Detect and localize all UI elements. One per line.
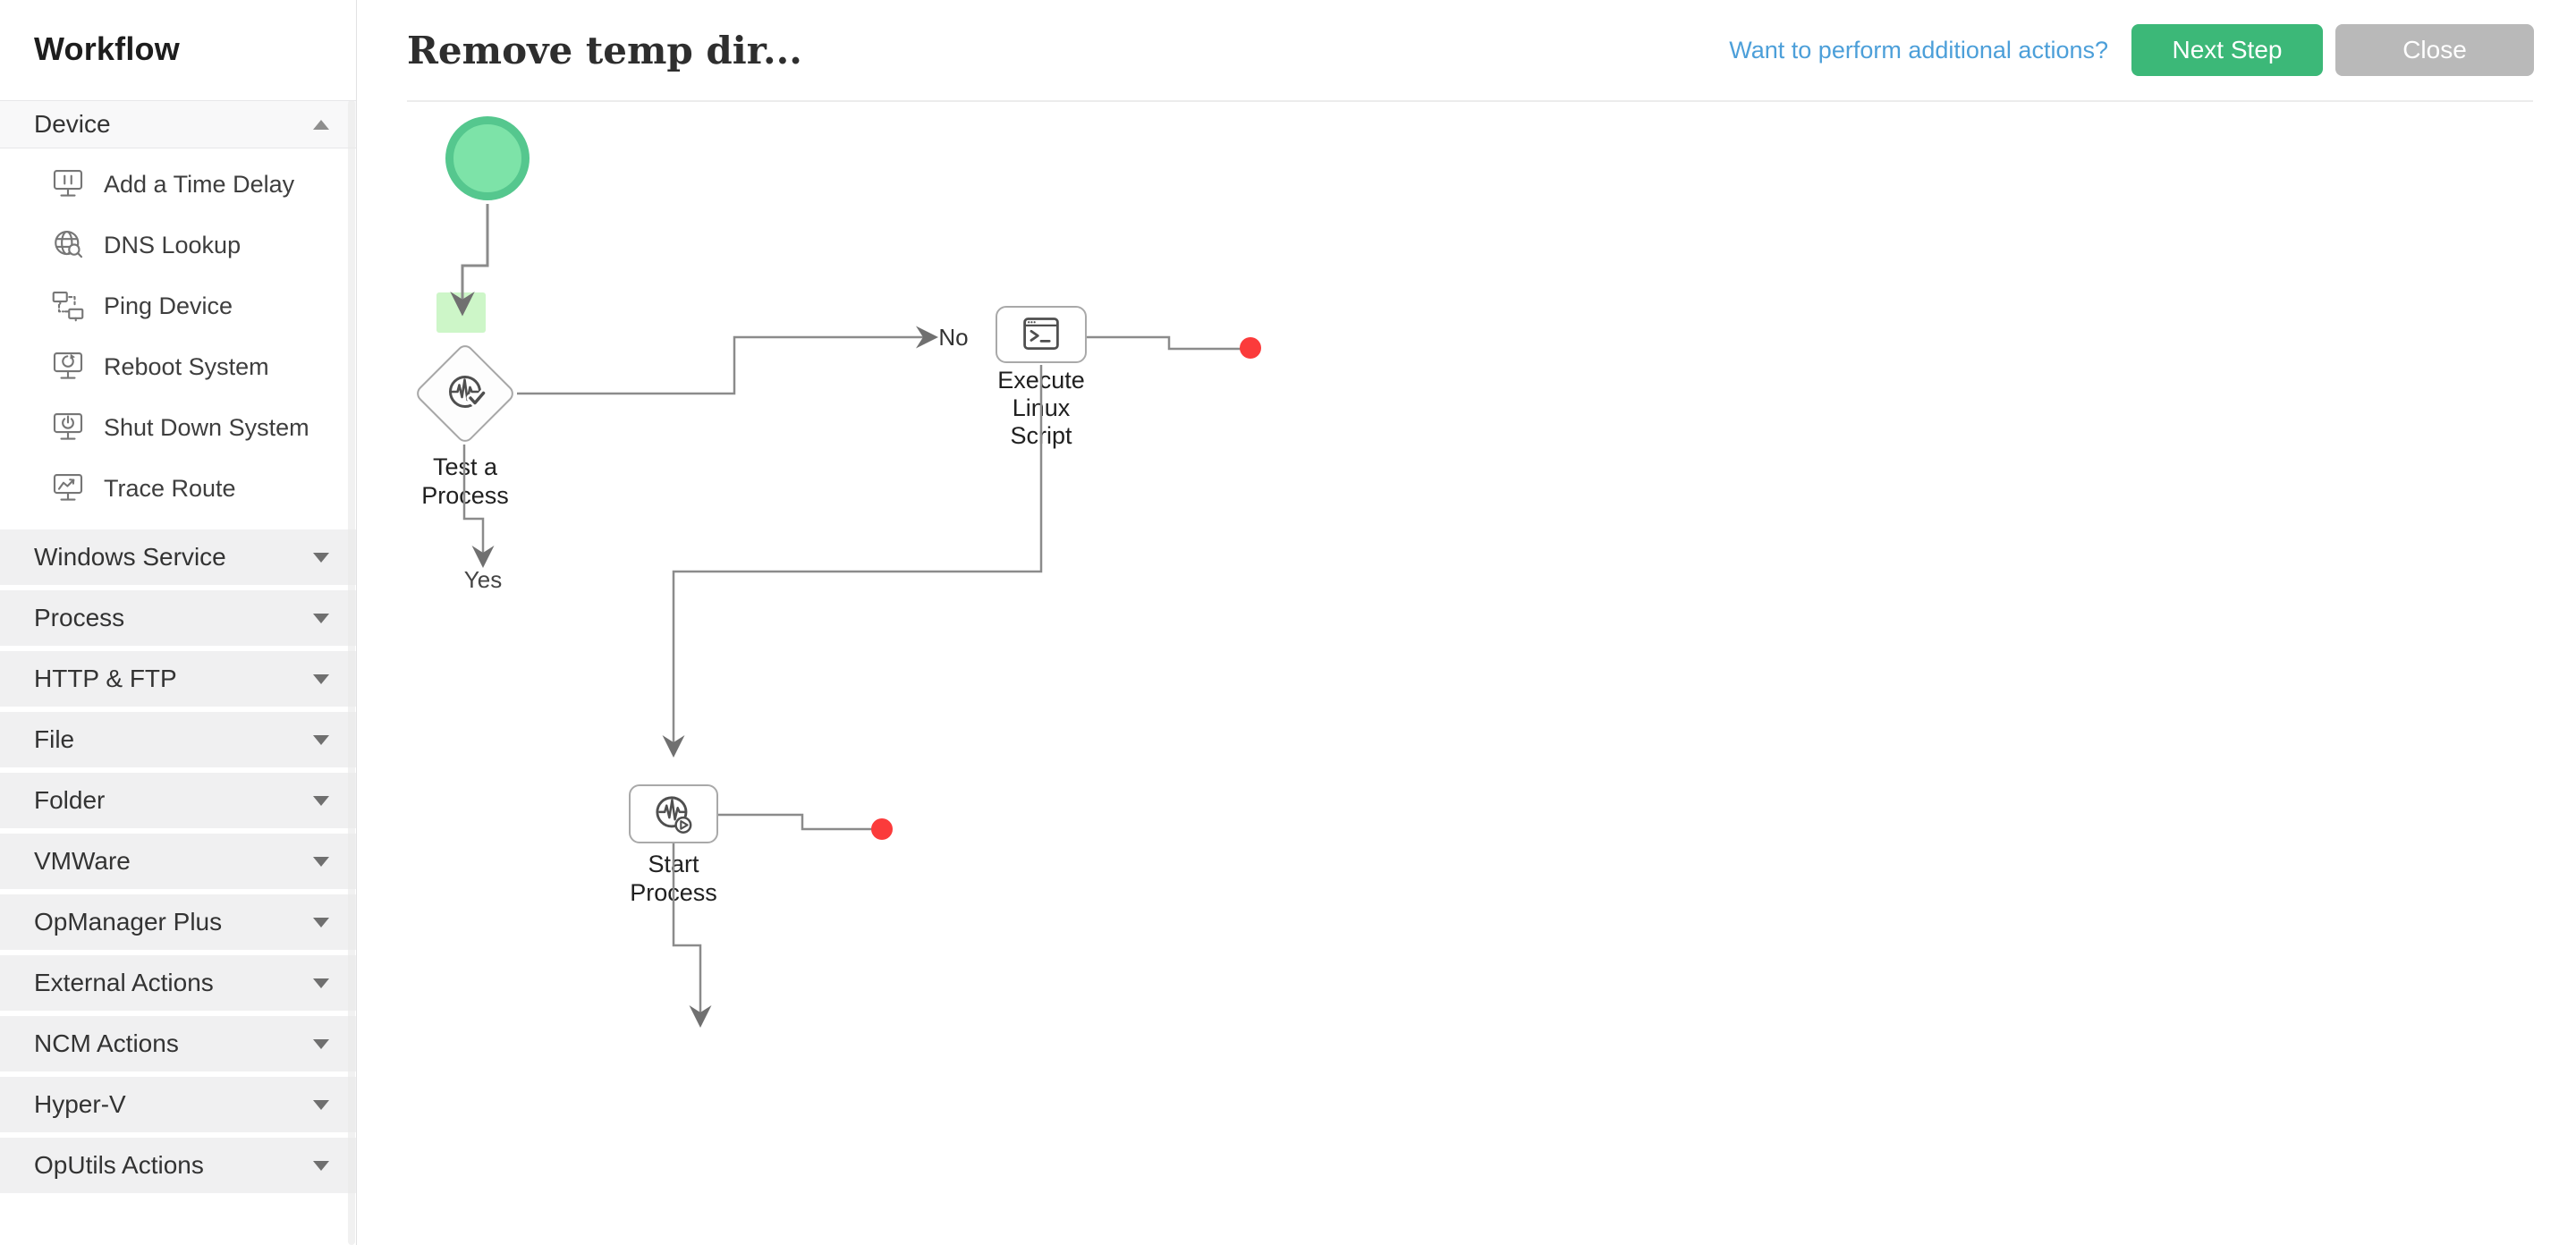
- workflow-name-title: Remove temp dir...: [407, 28, 802, 72]
- shutdown-system-icon: [53, 412, 83, 440]
- chevron-down-icon: [313, 917, 329, 927]
- item-label: Trace Route: [104, 474, 236, 502]
- decision-node-label: Test a Process: [421, 453, 509, 509]
- chevron-up-icon: [313, 119, 329, 130]
- connector-lines: [450, 204, 1242, 1028]
- chevron-down-icon: [313, 1160, 329, 1171]
- sidebar-section-opmanager-plus[interactable]: OpManager Plus: [0, 894, 356, 950]
- section-label: External Actions: [34, 969, 214, 996]
- sidebar-item-add-time-delay[interactable]: Add a Time Delay: [0, 154, 356, 215]
- execute-node-label: Execute Linux Script: [997, 367, 1085, 449]
- section-label: Folder: [34, 786, 106, 814]
- chevron-down-icon: [313, 1038, 329, 1049]
- chevron-down-icon: [313, 795, 329, 806]
- terminal-icon: [1023, 318, 1059, 351]
- section-label: Windows Service: [34, 543, 226, 571]
- section-label: Process: [34, 604, 125, 631]
- chevron-down-icon: [313, 978, 329, 988]
- reboot-system-icon: [53, 351, 83, 379]
- chevron-down-icon: [313, 1099, 329, 1110]
- item-label: Add a Time Delay: [104, 170, 295, 198]
- sidebar-item-trace-route[interactable]: Trace Route: [0, 458, 356, 519]
- chevron-down-icon: [313, 613, 329, 623]
- start-process-icon: [656, 796, 692, 834]
- dns-lookup-icon: [55, 230, 83, 258]
- sidebar-item-dns-lookup[interactable]: DNS Lookup: [0, 215, 356, 275]
- chevron-down-icon: [313, 673, 329, 684]
- sidebar-item-ping-device[interactable]: Ping Device: [0, 275, 356, 336]
- sidebar-section-hyper-v[interactable]: Hyper-V: [0, 1077, 356, 1132]
- start-node[interactable]: [445, 116, 530, 200]
- sidebar-section-http-ftp[interactable]: HTTP & FTP: [0, 651, 356, 707]
- chevron-down-icon: [313, 856, 329, 867]
- sidebar-section-folder[interactable]: Folder: [0, 773, 356, 828]
- edge-label-yes: Yes: [463, 566, 503, 593]
- end-node-dot[interactable]: [1240, 337, 1261, 359]
- trace-route-icon: [53, 473, 83, 501]
- canvas-area: Remove temp dir... Want to perform addit…: [357, 0, 2576, 1245]
- sidebar-section-oputils-actions[interactable]: OpUtils Actions: [0, 1138, 356, 1193]
- sidebar-section-external-actions[interactable]: External Actions: [0, 955, 356, 1011]
- section-label: OpUtils Actions: [34, 1151, 204, 1179]
- section-label: VMWare: [34, 847, 131, 875]
- sidebar-title: Workflow: [34, 30, 180, 67]
- ping-device-icon: [52, 291, 84, 322]
- sidebar-section-device[interactable]: Device: [0, 100, 356, 148]
- start-process-node-label: Start Process: [630, 851, 717, 906]
- item-label: DNS Lookup: [104, 231, 242, 258]
- header-divider: [407, 100, 2533, 102]
- sidebar-section-vmware[interactable]: VMWare: [0, 834, 356, 889]
- sidebar-scrollbar[interactable]: [348, 100, 355, 1245]
- sidebar: Workflow Device Add a Time Delay: [0, 0, 357, 1245]
- item-label: Ping Device: [104, 292, 233, 319]
- section-label: NCM Actions: [34, 1029, 179, 1057]
- item-label: Shut Down System: [104, 413, 309, 441]
- sidebar-section-ncm-actions[interactable]: NCM Actions: [0, 1016, 356, 1071]
- start-process-node[interactable]: [629, 784, 718, 843]
- sidebar-section-process[interactable]: Process: [0, 590, 356, 646]
- section-label: File: [34, 725, 75, 753]
- close-button[interactable]: Close: [2335, 24, 2534, 76]
- device-action-list: Add a Time Delay DNS Lookup: [0, 148, 356, 524]
- sidebar-item-reboot-system[interactable]: Reboot System: [0, 336, 356, 397]
- end-node-dot[interactable]: [871, 818, 893, 840]
- drop-target-highlight[interactable]: [436, 292, 486, 333]
- additional-actions-link[interactable]: Want to perform additional actions?: [1729, 36, 2108, 64]
- sidebar-section-windows-service[interactable]: Windows Service: [0, 529, 356, 585]
- chevron-down-icon: [313, 734, 329, 745]
- edge-label-no: No: [938, 324, 969, 351]
- next-step-button[interactable]: Next Step: [2131, 24, 2323, 76]
- test-process-icon: [449, 376, 487, 408]
- canvas-header: Remove temp dir... Want to perform addit…: [357, 0, 2576, 100]
- chevron-down-icon: [313, 552, 329, 563]
- sidebar-section-list: Windows Service Process HTTP & FTP File …: [0, 529, 356, 1193]
- edge-execute-to-end: [1087, 335, 1242, 351]
- section-label: Device: [34, 110, 111, 138]
- section-label: OpManager Plus: [34, 908, 223, 936]
- edge-decision-no: [517, 326, 938, 395]
- section-label: Hyper-V: [34, 1090, 126, 1118]
- time-delay-icon: [53, 169, 83, 197]
- execute-linux-script-node[interactable]: [996, 306, 1087, 363]
- sidebar-section-file[interactable]: File: [0, 712, 356, 767]
- section-label: HTTP & FTP: [34, 665, 177, 692]
- sidebar-item-shutdown-system[interactable]: Shut Down System: [0, 397, 356, 458]
- edge-startprocess-to-end: [718, 813, 874, 831]
- item-label: Reboot System: [104, 352, 269, 380]
